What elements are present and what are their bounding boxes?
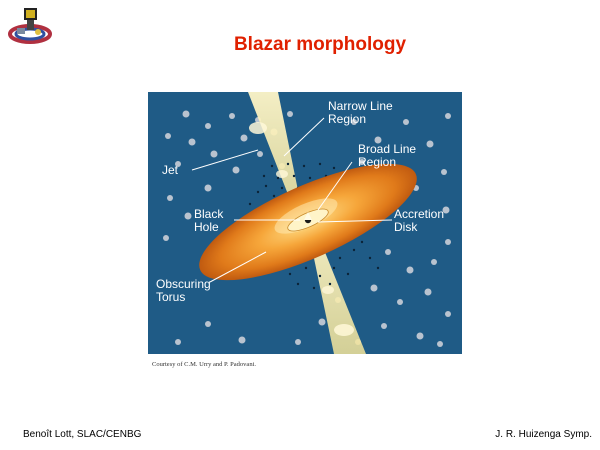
label-narrow-line-region-2: Region (328, 112, 366, 126)
label-narrow-line-region: Narrow Line (328, 99, 393, 113)
label-broad-line-region: Broad Line (358, 142, 416, 156)
image-credit: Courtesy of C.M. Urry and P. Padovani. (152, 361, 256, 368)
leader-lines (191, 117, 393, 283)
narrow-line-region-clouds (163, 110, 451, 347)
label-black-hole-2: Hole (194, 220, 219, 234)
footer-event: J. R. Huizenga Symp. (495, 429, 592, 440)
label-jet: Jet (162, 163, 179, 177)
label-black-hole: Black (194, 207, 224, 221)
footer-author: Benoît Lott, SLAC/CENBG (23, 429, 142, 440)
slide-title: Blazar morphology (233, 34, 407, 55)
agn-unified-model-diagram: Narrow Line Region Broad Line Region Jet… (148, 92, 462, 371)
label-broad-line-region-2: Region (358, 155, 396, 169)
label-accretion-disk: Accretion (394, 207, 444, 221)
label-accretion-disk-2: Disk (394, 220, 418, 234)
label-obscuring-torus-2: Torus (156, 290, 185, 304)
label-obscuring-torus: Obscuring (156, 277, 211, 291)
glast-satellite-logo-icon (8, 4, 52, 48)
